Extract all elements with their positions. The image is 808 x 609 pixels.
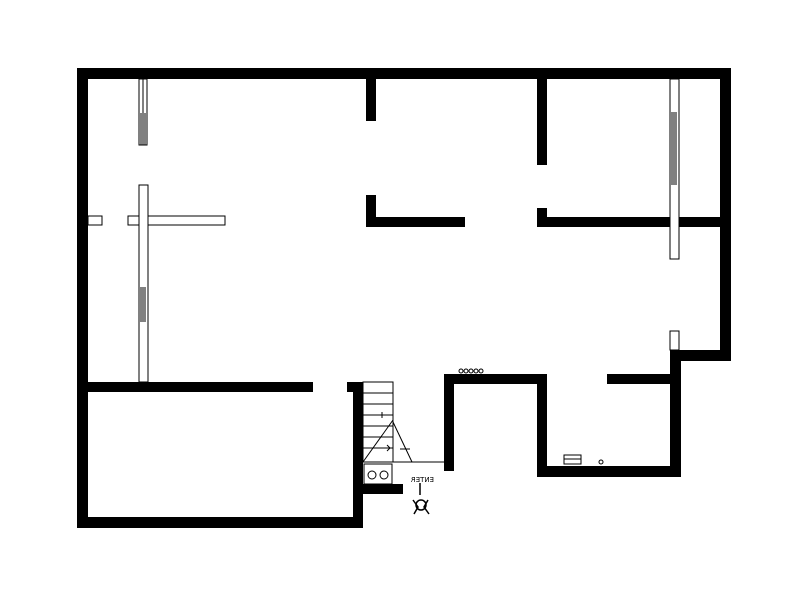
entry-marker: ENTER: [411, 476, 434, 515]
wall-center-lower: [366, 195, 376, 227]
entry-door-swing: [392, 421, 413, 463]
person-icon: [412, 483, 430, 515]
wall-right-room-upper: [537, 79, 547, 165]
wall-stair-right: [392, 484, 403, 494]
wall-top: [77, 68, 731, 79]
partition-horizontal: [127, 215, 226, 226]
staircase: [362, 381, 444, 463]
wall-right-lower: [670, 350, 681, 477]
laundry-box: [363, 463, 393, 485]
wall-lower-left-room-top: [88, 382, 313, 392]
wall-bath-top: [607, 374, 681, 384]
wall-center-upper: [366, 79, 376, 121]
wall-closet-left: [444, 374, 454, 471]
utility-fixture: [563, 454, 604, 465]
dryer-icon: [379, 470, 389, 480]
wall-right-room-horizontal: [537, 217, 720, 227]
drain-icon: [598, 459, 604, 465]
wall-stair-bottom: [353, 484, 403, 494]
wall-left: [77, 68, 88, 528]
wall-right-upper: [720, 68, 731, 361]
windows: [87, 78, 680, 383]
wall-closet-right: [537, 374, 547, 477]
window-left-wall-stub: [87, 215, 103, 226]
entry-label: ENTER: [411, 476, 434, 484]
exterior-walls: [77, 68, 731, 528]
wall-stair-stub: [347, 382, 363, 392]
wall-center-horizontal: [366, 217, 465, 227]
wall-bottom-right: [537, 466, 681, 477]
interior-walls: [88, 79, 720, 528]
window-right-lower: [669, 330, 680, 351]
washer-icon: [367, 470, 377, 480]
laundry: [363, 463, 393, 485]
wall-stair-left: [353, 382, 363, 528]
wall-right-step: [670, 350, 731, 361]
closet-rod: [458, 368, 484, 374]
wall-bottom-left: [77, 517, 363, 528]
partition-vertical: [138, 184, 149, 383]
wall-closet-top: [444, 374, 547, 384]
